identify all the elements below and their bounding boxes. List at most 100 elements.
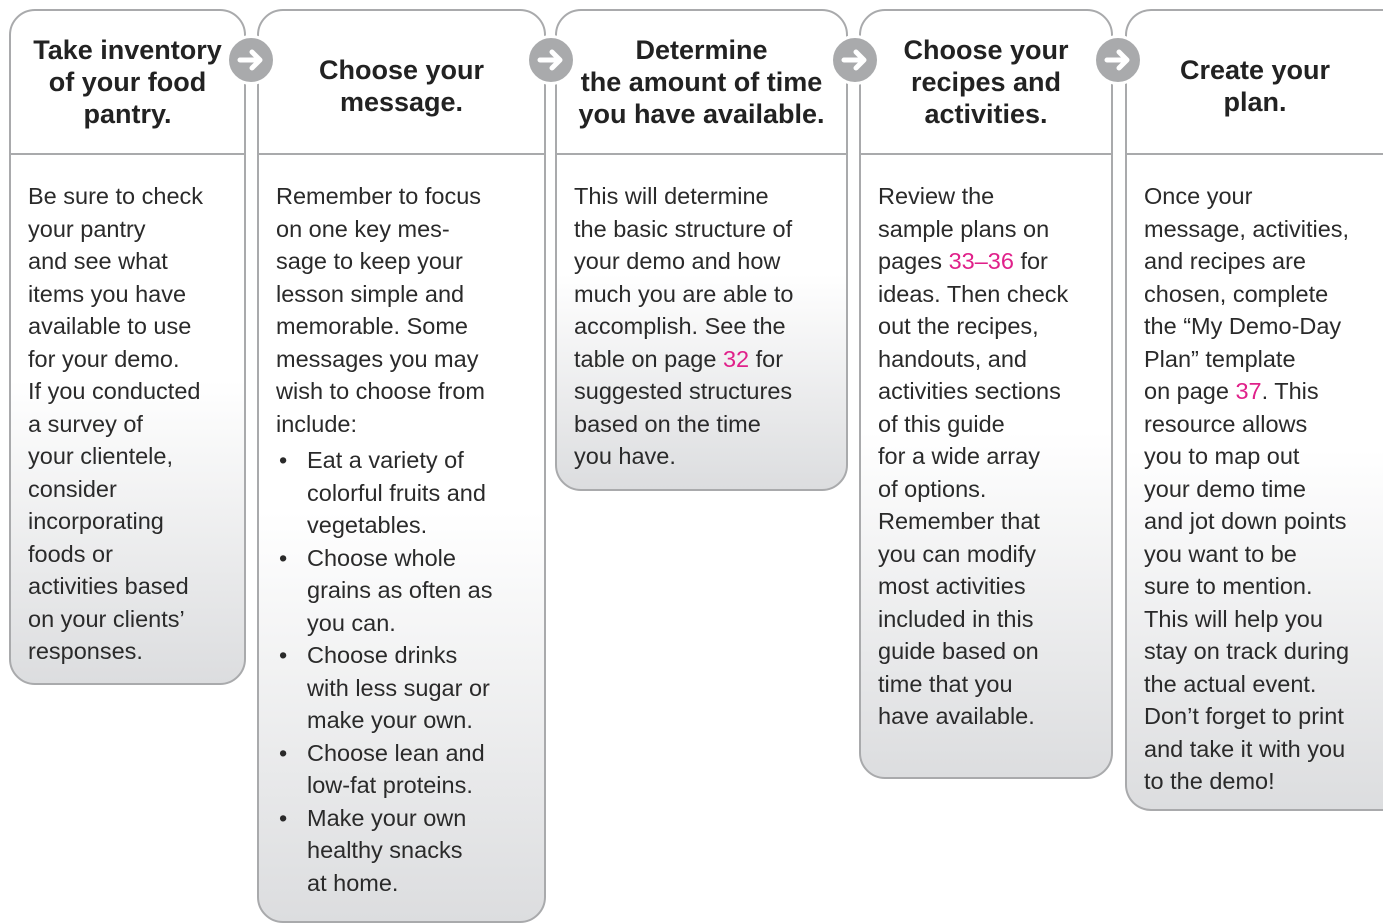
body-line: resource allows	[1144, 410, 1308, 437]
body-line: of options.	[878, 475, 987, 502]
step-title-line: the amount of time	[580, 67, 823, 97]
bullet-line: colorful fruits and	[307, 479, 486, 506]
body-line: items you have	[28, 280, 187, 307]
page-link[interactable]: 32	[722, 345, 750, 372]
body-line: and take it with you	[1144, 735, 1346, 762]
body-line: most activities	[878, 573, 1026, 599]
body-line: Remember to focus	[276, 183, 482, 209]
body-line: sure to mention.	[1144, 573, 1313, 599]
body-line: activities sections	[878, 378, 1061, 404]
body-line: for your demo.	[28, 345, 180, 372]
body-line: on page 37. This	[1144, 375, 1367, 408]
step-title-line: Create your	[1179, 55, 1331, 85]
step-title-line: plan.	[1223, 87, 1287, 117]
body-line: on one key mes-	[276, 215, 450, 242]
bullet-glyph: •	[279, 739, 288, 766]
step-card-time: Determine the amount of time you have av…	[555, 9, 848, 491]
body-line: have available.	[878, 703, 1035, 729]
body-line: foods or	[28, 540, 113, 567]
bullet-item: • Make your own healthy snacks at home.	[276, 802, 528, 900]
body-line: activities based	[28, 573, 189, 599]
bullet-line: make your own.	[307, 707, 473, 733]
body-line: your clientele,	[28, 443, 173, 469]
body-line: pages 33–36 for	[878, 245, 1095, 278]
bullet-line: grains as often as	[307, 577, 493, 603]
body-line: sample plans on	[878, 215, 1050, 242]
step-title-line: message.	[339, 87, 464, 117]
body-line: If you conducted	[28, 378, 201, 404]
step-card-recipes: Choose your recipes and activities. Revi…	[859, 9, 1113, 779]
bullet-line: Choose lean and	[307, 739, 485, 766]
body-line: you want to be	[1144, 540, 1297, 567]
body-line: and see what	[28, 248, 168, 274]
body-line: your pantry	[28, 215, 146, 242]
page-link[interactable]: 37	[1235, 378, 1262, 404]
body-line: a survey of	[28, 410, 143, 437]
body-line: lesson simple and	[276, 280, 465, 307]
body-text: pages	[878, 248, 949, 274]
step-title-line: of your food	[48, 67, 207, 97]
step-title-line: Determine	[635, 35, 768, 65]
body-line: Plan” template	[1144, 345, 1296, 372]
body-line: to the demo!	[1144, 768, 1275, 794]
bullet-item: • Choose lean and low-fat proteins.	[276, 737, 528, 802]
page-link[interactable]: 33–36	[948, 248, 1014, 274]
step-body: Once your message, activities, and recip…	[1127, 155, 1383, 809]
arrow-right-icon	[226, 35, 276, 85]
arrow-right-icon	[830, 35, 880, 85]
body-line: responses.	[28, 638, 143, 664]
body-line: the basic structure of	[574, 215, 793, 242]
step-card-inventory: Take inventory of your food pantry. Be s…	[9, 9, 246, 685]
body-line: Don’t forget to print	[1144, 703, 1344, 729]
body-line: guide based on	[878, 638, 1039, 664]
bullet-line: you can.	[307, 609, 396, 636]
step-title-line: Choose your	[318, 55, 485, 85]
step-body: Review the sample plans on pages 33–36 f…	[861, 155, 1111, 753]
body-line: Once your	[1144, 183, 1253, 209]
body-line: based on the time	[574, 410, 761, 437]
body-line: much you are able to	[574, 280, 794, 307]
body-line: This will determine	[574, 183, 769, 209]
step-title-line: Choose your	[903, 35, 1069, 65]
body-line: Remember that	[878, 508, 1040, 534]
step-title: Determine the amount of time you have av…	[557, 11, 846, 155]
body-text: for	[1013, 248, 1048, 274]
bullet-line: Eat a variety of	[307, 447, 464, 473]
step-title: Take inventory of your food pantry.	[11, 11, 244, 155]
body-line: consider	[28, 475, 117, 502]
body-text: on page	[1144, 378, 1236, 404]
step-card-message: Choose your message. Remember to focus o…	[257, 9, 546, 923]
body-line: Be sure to check	[28, 183, 204, 209]
step-title: Choose your message.	[259, 11, 544, 155]
bullet-item: • Eat a variety of colorful fruits and v…	[276, 444, 528, 542]
step-title: Create your plan.	[1127, 11, 1383, 155]
body-line: and recipes are	[1144, 248, 1306, 274]
body-line: messages you may	[276, 345, 479, 372]
body-text: . This	[1261, 378, 1319, 404]
step-card-plan: Create your plan. Once your message, act…	[1125, 9, 1383, 811]
body-line: ideas. Then check	[878, 280, 1069, 307]
step-title-line: recipes and	[910, 67, 1062, 97]
body-line: you to map out	[1144, 443, 1300, 469]
step-title-line: Take inventory	[33, 35, 222, 65]
bullet-line: Choose whole	[307, 544, 456, 571]
body-line: chosen, complete	[1144, 280, 1329, 307]
bullet-line: vegetables.	[307, 512, 428, 538]
body-line: you have.	[574, 443, 676, 469]
bullet-line: with less sugar or	[307, 674, 490, 701]
body-line: incorporating	[28, 508, 164, 534]
body-line: for a wide array	[878, 443, 1040, 469]
body-line: stay on track during	[1144, 638, 1350, 664]
body-line: of this guide	[878, 410, 1005, 437]
body-line: include:	[276, 410, 357, 437]
body-line: the “My Demo-Day	[1144, 313, 1342, 339]
step-body: Remember to focus on one key mes- sage t…	[259, 155, 544, 919]
body-line: handouts, and	[878, 345, 1027, 372]
body-line: accomplish. See the	[574, 313, 786, 339]
body-text: table on page	[574, 345, 723, 372]
bullet-item: • Choose drinks with less sugar or make …	[276, 639, 528, 737]
bullet-line: Make your own	[307, 804, 467, 831]
body-line: the actual event.	[1144, 670, 1317, 697]
bullet-line: at home.	[307, 869, 399, 896]
step-title-line: activities.	[924, 99, 1048, 129]
